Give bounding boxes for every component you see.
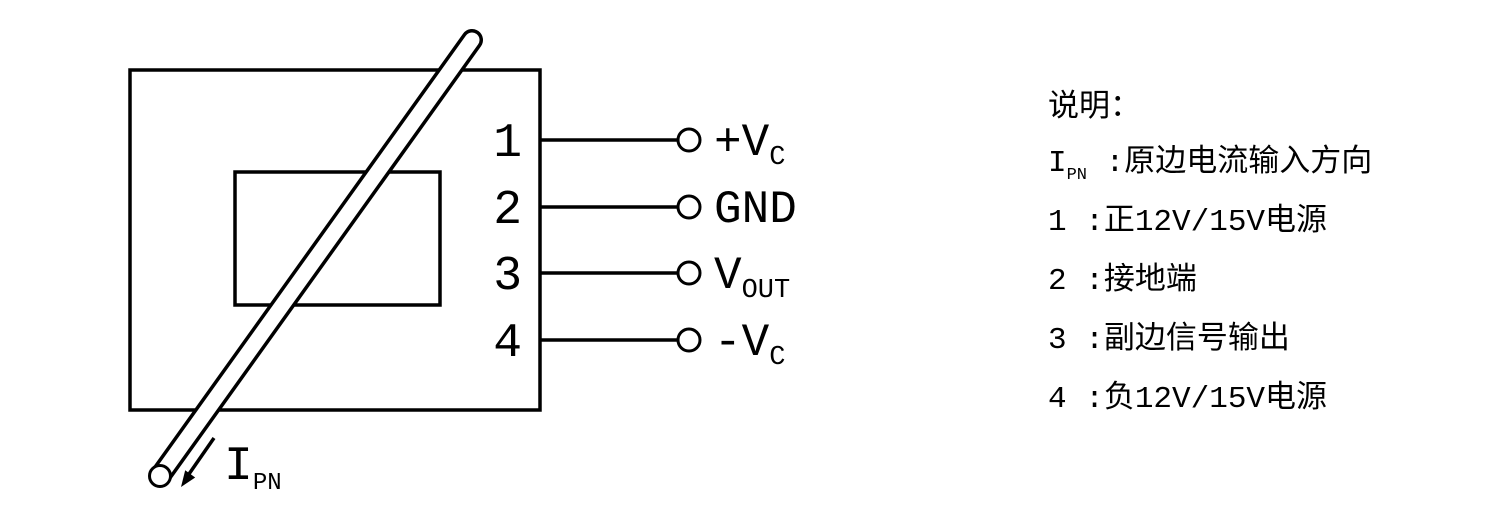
pin-4-terminal-circle [676,327,702,353]
legend-item-pin3: 3 :副边信号输出 [1048,324,1372,362]
pin-4-number: 4 [493,317,522,371]
pin-4: 4 -VC [493,317,785,373]
legend: 说明： IPN :原边电流输入方向 1 :正12V/15V电源 2 :接地端 3… [1048,92,1372,421]
legend-title: 说明： [1048,91,1141,126]
legend-item-pin4-term: 4 [1048,382,1067,417]
legend-item-ipn-term: I [1048,146,1067,181]
legend-item-pin3-term: 3 [1048,323,1067,358]
pin-1-label-sub: C [769,143,785,173]
pin-2-label-main: GND [714,184,797,236]
current-label: IPN [224,440,282,497]
pin-3-label-main: V [714,250,742,302]
pin-4-label-sub: C [769,343,785,373]
rod-end-face-circle [148,464,172,488]
rod-fill [152,32,480,484]
current-label-sub: PN [253,470,282,497]
legend-item-ipn-sub: PN [1066,166,1088,185]
pin-2-terminal-circle [676,194,702,220]
legend-item-pin2-desc: :接地端 [1066,264,1197,299]
legend-item-ipn-desc: :原边电流输入方向 [1087,146,1373,181]
pin-2-label: GND [714,184,797,236]
current-direction-arrow [181,437,216,487]
pin-1-label-main: +V [714,117,770,169]
legend-item-ipn: IPN :原边电流输入方向 [1048,146,1373,186]
legend-item-pin3-desc: :副边信号输出 [1066,323,1290,358]
legend-item-pin1: 1 :正12V/15V电源 [1048,206,1372,244]
arrow-head [181,470,196,487]
primary-conductor-rod [148,29,483,488]
pin-2: 2 GND [493,184,797,238]
current-label-main: I [224,440,253,494]
pin-1-label: +VC [714,117,785,173]
legend-item-pin2-term: 2 [1048,264,1067,299]
pin-4-label: -VC [714,317,785,373]
pin-3-terminal-circle [676,260,702,286]
legend-item-pin2: 2 :接地端 [1048,265,1372,303]
pin-3-number: 3 [493,250,522,304]
pin-1-terminal-circle [676,127,702,153]
pin-2-number: 2 [493,184,522,238]
pin-3-label: VOUT [714,250,790,306]
pin-4-label-main: -V [714,317,770,369]
pin-1-number: 1 [493,117,522,171]
legend-item-pin4: 4 :负12V/15V电源 [1048,383,1372,421]
legend-item-pin1-desc: :正12V/15V电源 [1066,205,1328,240]
pin-3-label-sub: OUT [742,276,791,306]
arrow-shaft [187,437,216,475]
pin-3: 3 VOUT [493,250,790,306]
pin-1: 1 +VC [493,117,785,173]
legend-item-pin1-term: 1 [1048,205,1067,240]
legend-item-pin4-desc: :负12V/15V电源 [1066,382,1328,417]
